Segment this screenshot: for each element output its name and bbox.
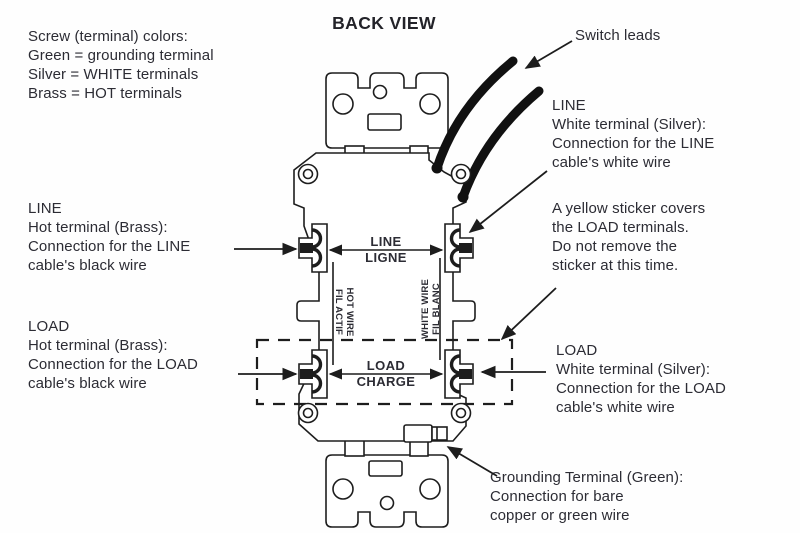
strap-center-hole	[372, 84, 388, 100]
callout-line-white-terminal: LINE White terminal (Silver): Connection…	[552, 97, 715, 171]
svg-text:FIL BLANC: FIL BLANC	[431, 283, 442, 335]
arrow-sticker	[500, 287, 557, 341]
screw-color-legend: Screw (terminal) colors: Green = groundi…	[28, 28, 214, 102]
callout-line-hot-terminal: LINE Hot terminal (Brass): Connection fo…	[28, 200, 191, 274]
top-mounting-strap	[325, 72, 449, 156]
grounding-terminal	[403, 424, 448, 443]
terminal-screw-line-white	[444, 223, 474, 273]
page-title: BACK VIEW	[332, 13, 436, 33]
bottom-mounting-strap	[325, 437, 449, 528]
sticker-dashed-outline	[255, 338, 514, 406]
terminal-screw-line-hot	[298, 223, 328, 273]
label-line-en: LINE	[370, 234, 401, 249]
terminal-screw-load-hot	[298, 349, 328, 399]
svg-text:FIL ACTIF: FIL ACTIF	[333, 289, 344, 335]
callout-switch-leads: Switch leads	[575, 27, 661, 44]
strap-screw-hole	[332, 93, 354, 115]
strap-screw-hole	[419, 93, 441, 115]
strap-slot	[368, 460, 403, 477]
strap-screw-hole	[332, 478, 354, 500]
arrow-switch-leads	[524, 40, 573, 69]
arrow-ground	[446, 446, 498, 477]
switch-lead-wires	[431, 56, 544, 203]
callout-load-hot-terminal: LOAD Hot terminal (Brass): Connection fo…	[28, 318, 198, 392]
svg-text:HOT WIRE: HOT WIRE	[344, 287, 355, 336]
switch-lead-wire	[432, 56, 518, 173]
callout-grounding-terminal: Grounding Terminal (Green): Connection f…	[490, 469, 684, 524]
rivets	[297, 163, 472, 424]
arrow-line-white	[468, 170, 548, 234]
label-load-en: LOAD	[367, 358, 405, 373]
terminal-screw-load-white	[444, 349, 474, 399]
label-hot-wire: HOT WIRE FIL ACTIF	[333, 287, 355, 336]
label-line-fr: LIGNE	[365, 250, 407, 265]
callout-yellow-sticker-note: A yellow sticker covers the LOAD termina…	[552, 200, 706, 274]
strap-center-hole	[379, 495, 395, 511]
strap-screw-hole	[419, 478, 441, 500]
callout-load-white-terminal: LOAD White terminal (Silver): Connection…	[556, 342, 726, 416]
strap-slot	[367, 113, 402, 131]
label-white-wire: WHITE WIRE FIL BLANC	[420, 279, 442, 339]
label-load-fr: CHARGE	[357, 374, 416, 389]
switch-lead-wire	[458, 86, 544, 202]
svg-text:WHITE WIRE: WHITE WIRE	[420, 279, 431, 339]
